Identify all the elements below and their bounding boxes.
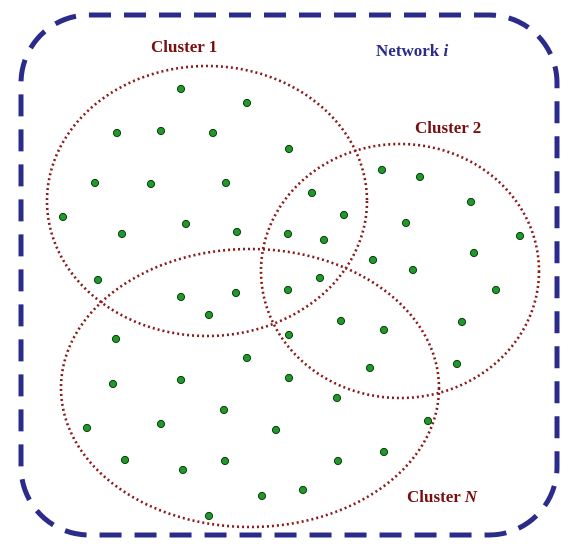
node-27 (283, 285, 293, 295)
node-7 (90, 178, 100, 188)
node-29 (368, 255, 378, 265)
node-16 (232, 227, 242, 237)
node-36 (379, 325, 389, 335)
node-46 (82, 423, 92, 433)
node-55 (298, 485, 308, 495)
node-12 (415, 172, 425, 182)
node-13 (58, 212, 68, 222)
node-48 (271, 425, 281, 435)
node-43 (452, 359, 462, 369)
node-40 (176, 375, 186, 385)
node-38 (242, 353, 252, 363)
network-label: Network i (376, 41, 449, 60)
node-39 (108, 379, 118, 389)
node-53 (333, 456, 343, 466)
node-30 (408, 265, 418, 275)
node-1 (176, 84, 186, 94)
node-35 (336, 316, 346, 326)
node-6 (284, 144, 294, 154)
node-56 (257, 491, 267, 501)
cluster-1-label: Cluster 1 (151, 37, 217, 56)
node-28 (315, 273, 325, 283)
cluster-2-label: Cluster 2 (415, 118, 481, 137)
node-26 (231, 288, 241, 298)
cluster-n-label: Cluster N (407, 487, 478, 506)
node-51 (178, 465, 188, 475)
node-23 (93, 275, 103, 285)
node-8 (146, 179, 156, 189)
node-10 (307, 188, 317, 198)
node-49 (423, 416, 433, 426)
cluster-1-boundary (45, 64, 369, 338)
node-37 (457, 317, 467, 327)
nodes-group (58, 84, 525, 521)
node-34 (284, 330, 294, 340)
node-3 (112, 128, 122, 138)
node-2 (242, 98, 252, 108)
node-15 (181, 219, 191, 229)
node-41 (284, 373, 294, 383)
node-47 (156, 419, 166, 429)
node-45 (219, 405, 229, 415)
node-52 (220, 456, 230, 466)
node-24 (176, 292, 186, 302)
node-33 (111, 334, 121, 344)
network-boundary (18, 12, 560, 538)
node-18 (319, 235, 329, 245)
node-50 (120, 455, 130, 465)
node-9 (221, 178, 231, 188)
node-20 (401, 218, 411, 228)
node-22 (515, 231, 525, 241)
node-19 (339, 210, 349, 220)
node-54 (379, 447, 389, 457)
node-5 (208, 128, 218, 138)
node-4 (156, 126, 166, 136)
node-14 (117, 229, 127, 239)
node-25 (204, 310, 214, 320)
node-42 (365, 363, 375, 373)
node-32 (491, 285, 501, 295)
node-31 (469, 248, 479, 258)
node-44 (332, 393, 342, 403)
node-21 (466, 197, 476, 207)
cluster-n-boundary (59, 247, 441, 529)
node-57 (204, 511, 214, 521)
node-11 (377, 165, 387, 175)
node-17 (283, 229, 293, 239)
cluster-2-boundary (259, 142, 541, 400)
